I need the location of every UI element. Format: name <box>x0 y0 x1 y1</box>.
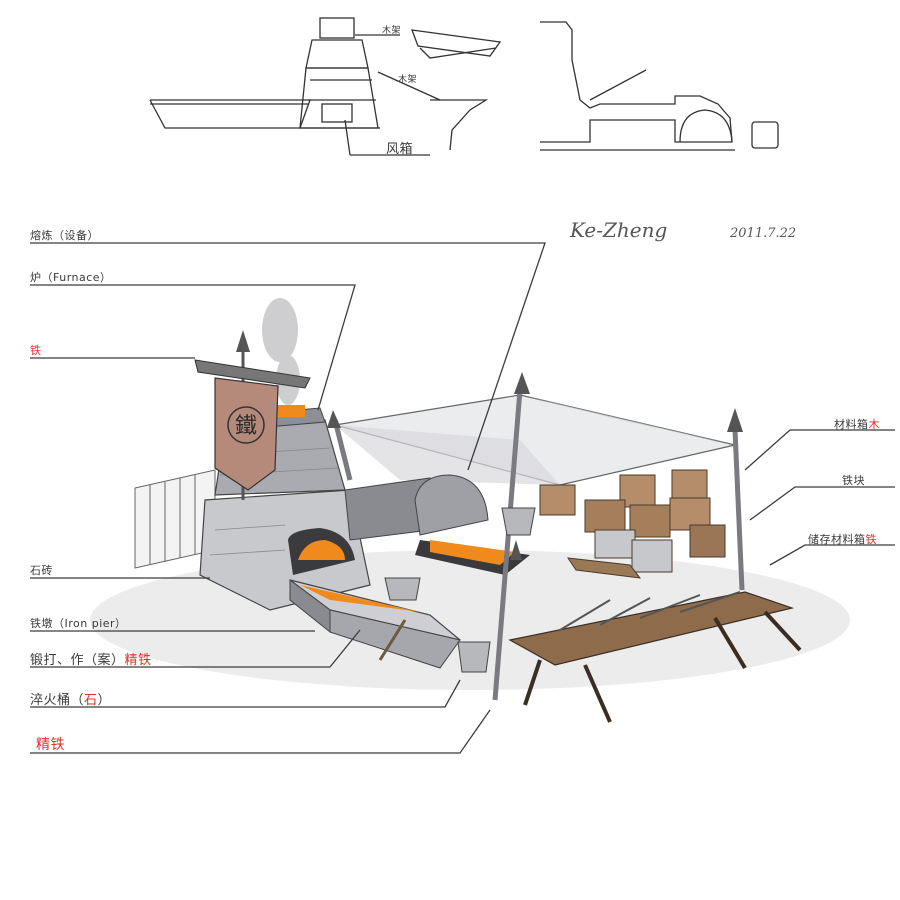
work-table <box>508 591 802 723</box>
material-crates <box>539 469 726 573</box>
forge-oven <box>344 474 530 575</box>
buckets <box>384 507 536 673</box>
label-stone-brick: 石砖 <box>30 564 53 577</box>
signature-date: 2011.7.22 <box>730 226 797 241</box>
artist-signature: Ke-Zheng <box>570 218 668 242</box>
sketch-label-bellows: 风箱 <box>386 142 414 157</box>
banner-glyph: 鐵 <box>235 414 257 439</box>
label-fine-iron: 精铁 <box>36 737 65 753</box>
label-quench-bucket: 淬火桶（石） <box>30 693 112 708</box>
label-furnace: 炉（Furnace） <box>30 271 112 284</box>
sketch-label-wood-frame-1: 木架 <box>382 26 402 36</box>
label-finished-box: 储存材料箱铁 <box>808 533 877 546</box>
small-bench <box>566 557 642 579</box>
top-sketch-side <box>540 21 779 151</box>
label-iron-block: 铁块 <box>842 474 865 487</box>
sketch-label-wood-frame-2: 木架 <box>398 75 418 85</box>
label-forging: 锻打、作（案）精铁 <box>30 653 152 668</box>
label-iron: 铁 <box>30 344 42 357</box>
label-smelter: 熔炼（设备） <box>30 229 99 242</box>
top-sketch-front <box>149 17 502 156</box>
leader-lines <box>30 242 895 754</box>
tent-poles <box>332 389 745 701</box>
iron-pier-trough <box>289 579 461 669</box>
label-iron-pier: 铁墩（Iron pier） <box>30 617 127 630</box>
pole-tips <box>327 372 743 560</box>
iron-banner: 鐵 <box>194 330 311 500</box>
label-material-box: 材料箱木 <box>834 418 880 431</box>
